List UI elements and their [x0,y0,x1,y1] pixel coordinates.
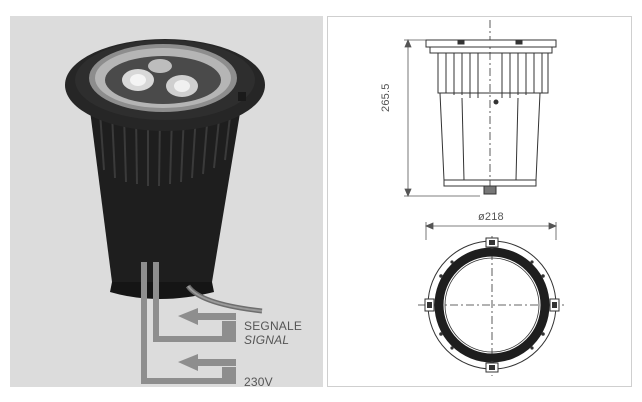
wiring-arrows [141,262,236,384]
fixture-photo [65,39,265,314]
top-view-drawing [418,236,564,376]
diameter-dimension-label: ø218 [478,211,504,223]
side-view-drawing [425,20,557,196]
height-dimension-label: 265.5 [380,83,392,112]
diameter-dimension [424,222,558,240]
technical-drawing-panel [327,16,632,387]
signal-label-it: SEGNALE [244,319,303,333]
voltage-label: 230V [244,375,273,389]
height-dimension [404,38,480,198]
signal-label-en: SIGNAL [244,333,290,347]
